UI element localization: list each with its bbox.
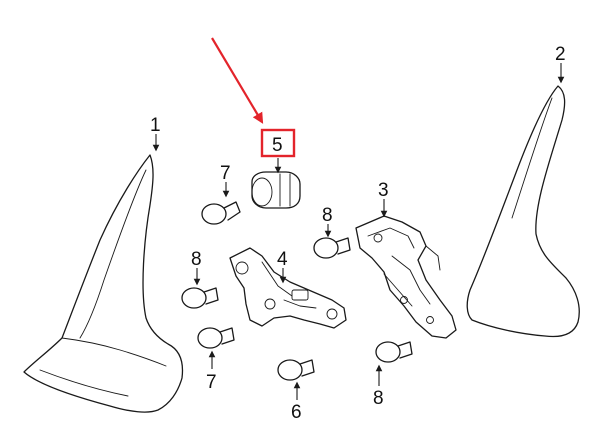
callout-5: 5 bbox=[272, 135, 283, 156]
part-5-bulb-socket bbox=[251, 171, 301, 209]
bulb-8-center bbox=[313, 237, 351, 259]
callout-8b: 8 bbox=[191, 249, 202, 270]
callout-2: 2 bbox=[555, 44, 566, 65]
part-4-bulb-holder bbox=[229, 247, 347, 329]
bulb-6 bbox=[277, 359, 315, 381]
part-1-lamp-housing-left bbox=[23, 154, 184, 413]
part-2-lens-right bbox=[466, 85, 580, 338]
bulb-7-lower bbox=[197, 327, 235, 349]
callout-6: 6 bbox=[291, 402, 302, 423]
bulb-8-left bbox=[181, 287, 219, 309]
highlight-box bbox=[260, 128, 296, 158]
callout-7b: 7 bbox=[206, 372, 217, 393]
callout-4: 4 bbox=[277, 249, 288, 270]
bulb-7-upper bbox=[201, 201, 241, 225]
highlight-arrow bbox=[211, 37, 264, 124]
bulb-8-right bbox=[375, 341, 413, 363]
callout-7a: 7 bbox=[220, 163, 231, 184]
callout-8c: 8 bbox=[373, 388, 384, 409]
callout-3: 3 bbox=[378, 180, 389, 201]
part-3-socket-bracket bbox=[355, 215, 457, 339]
callout-1: 1 bbox=[150, 115, 161, 136]
callout-8a: 8 bbox=[322, 205, 333, 226]
